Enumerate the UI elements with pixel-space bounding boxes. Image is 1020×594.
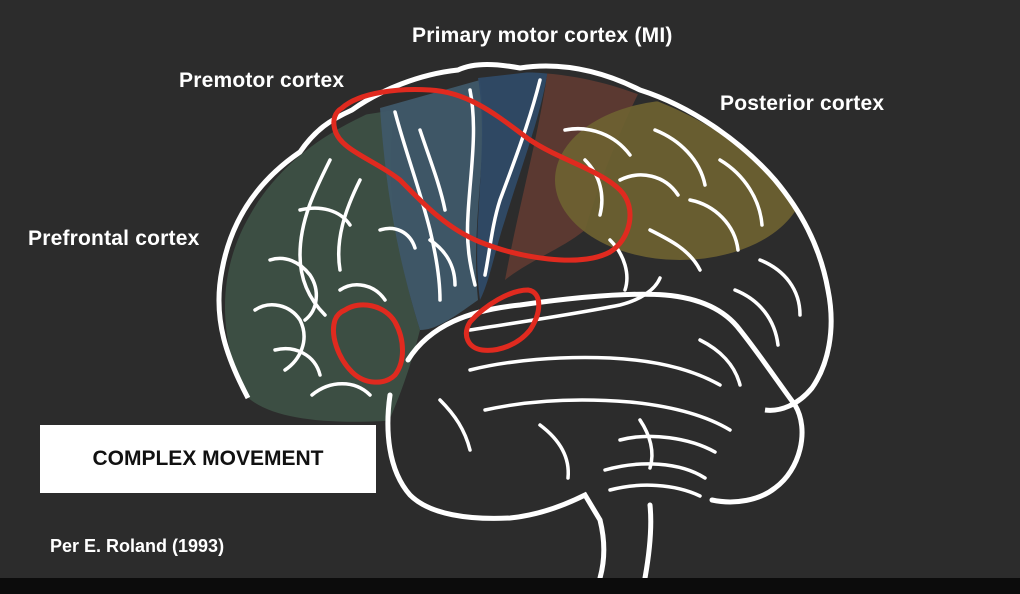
prefrontal-highlight-ring	[331, 302, 405, 385]
temporal-lobe-outline	[405, 291, 805, 505]
brain-illustration	[216, 62, 834, 578]
posterior-region	[555, 100, 805, 260]
highlight-rings	[331, 87, 633, 385]
motor-highlight-ring	[464, 287, 542, 353]
citation-text: Per E. Roland (1993)	[50, 536, 225, 556]
prefrontal-cortex-label: Prefrontal cortex	[28, 227, 200, 250]
gyri-lines	[253, 78, 802, 480]
premotor-cortex-label: Premotor cortex	[179, 69, 345, 92]
cerebrum-outline	[216, 62, 834, 413]
premotor-region	[380, 80, 483, 330]
caption-text: COMPLEX MOVEMENT	[92, 447, 324, 470]
slide-stage: Primary motor cortex (MI) Premotor corte…	[28, 24, 885, 578]
brainstem-outline	[642, 502, 654, 578]
premotor-highlight-ring	[331, 87, 633, 263]
posterior-cortex-label: Posterior cortex	[720, 92, 885, 115]
primary-motor-cortex-label: Primary motor cortex (MI)	[412, 24, 673, 47]
cerebellum-folds	[603, 434, 717, 498]
primary-motor-region	[477, 72, 548, 300]
cerebellum-outline	[385, 392, 607, 578]
bottom-bar	[0, 578, 1020, 594]
caption-box: COMPLEX MOVEMENT	[40, 425, 376, 493]
